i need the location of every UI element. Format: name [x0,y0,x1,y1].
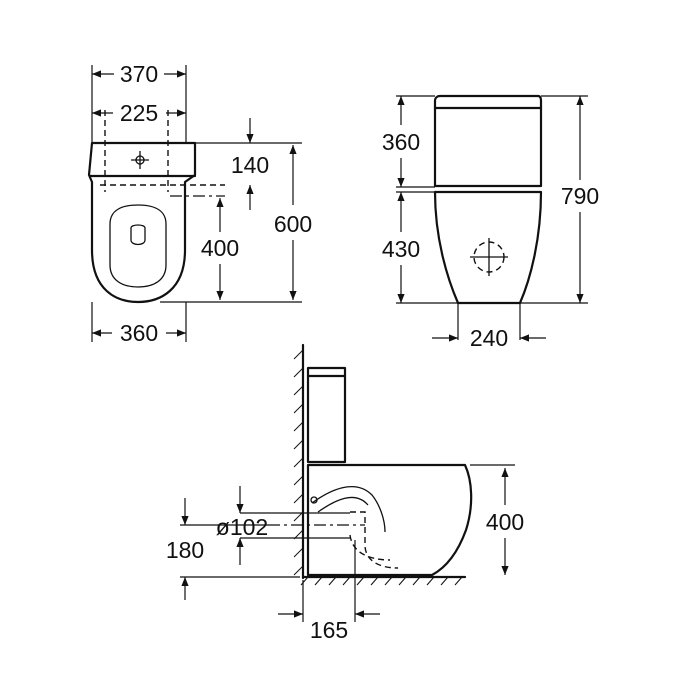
outlet-trap [350,511,399,569]
trap-curve [311,485,386,533]
pan-outline [433,190,543,305]
wall-hatch [293,349,304,576]
dim-total-790: 790 [561,183,599,209]
dim-top-width-370: 370 [120,61,158,87]
dim-cistern-360: 360 [382,129,420,155]
flush-button-icon [131,151,149,169]
fixing-point-icon [310,496,318,504]
trap-curve-inner [317,496,369,513]
top-view: 370 225 140 400 600 360 [87,61,312,346]
dim-fixing-offset-140: 140 [231,152,269,178]
dim-seat-height-400: 400 [486,509,524,535]
seat-opening [109,204,167,288]
top-view-outline [87,141,197,304]
outlet-trap-inner [349,534,391,561]
flush-button-front-icon [470,238,508,276]
cistern-outline [433,94,543,188]
dim-depth-600: 600 [274,211,312,237]
drain-hole [130,224,146,246]
cistern-side-outline [306,366,347,464]
front-view: 360 430 790 240 [382,94,599,351]
dim-pan-430: 430 [382,236,420,262]
dim-base-240: 240 [470,325,508,351]
pan-side-outline [306,463,473,577]
floor-hatch [300,576,463,586]
dim-outlet-height-180: 180 [166,537,204,563]
dim-base-width-360: 360 [120,320,158,346]
dim-outlet-from-wall-165: 165 [310,617,348,643]
side-view: ø102 180 400 165 [166,343,524,643]
dim-fixing-centres-225: 225 [120,100,158,126]
dim-outlet-diameter: ø102 [216,514,268,540]
dim-outlet-400: 400 [201,235,239,261]
